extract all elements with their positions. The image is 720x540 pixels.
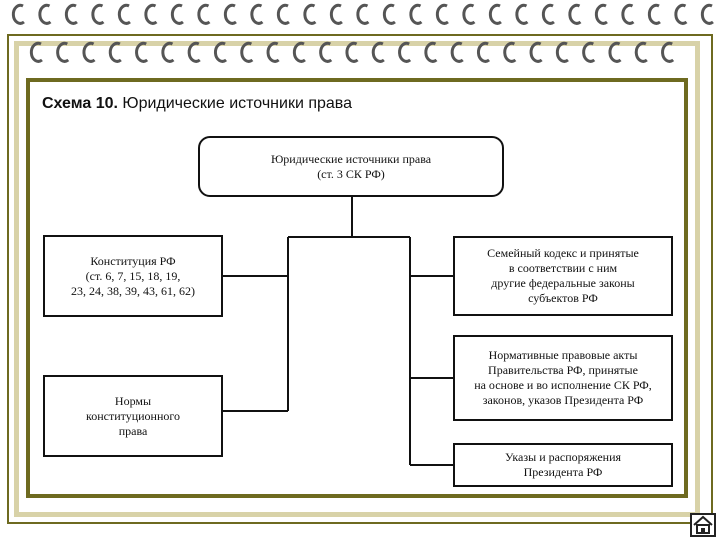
node-norms-line: права: [118, 423, 148, 438]
node-decrees-line: Президента РФ: [523, 465, 603, 479]
spiral-ring-icon: [647, 3, 661, 25]
title-text: Юридические источники права: [122, 95, 352, 112]
spiral-ring-icon: [674, 3, 688, 25]
spiral-ring-icon: [276, 3, 290, 25]
spiral-ring-icon: [144, 3, 158, 25]
spiral-ring-icon: [621, 3, 635, 25]
node-decrees: Указы и распоряжения Президента РФ: [453, 443, 673, 487]
spiral-ring-icon: [582, 41, 596, 63]
spiral-ring-icon: [503, 41, 517, 63]
spiral-ring-icon: [117, 3, 131, 25]
spiral-ring-icon: [213, 41, 228, 63]
node-norms-line: Нормы: [114, 393, 152, 408]
spiral-ring-icon: [435, 3, 449, 25]
node-norms-line: конституционного: [85, 408, 181, 423]
spiral-ring-icon: [488, 3, 502, 25]
home-nav-button[interactable]: [690, 513, 716, 537]
spiral-ring-icon: [608, 41, 622, 63]
spiral-ring-icon: [371, 41, 385, 63]
node-family-code-line: другие федеральные законы: [491, 276, 635, 290]
spiral-ring-icon: [345, 41, 359, 63]
spiral-ring-icon: [161, 41, 175, 63]
node-gov-acts-line: Правительства РФ, принятые: [488, 363, 638, 377]
node-constitution-line: Конституция РФ: [90, 253, 176, 268]
spiral-ring-icon: [292, 41, 306, 63]
node-gov-acts-line: Нормативные правовые акты: [488, 348, 638, 362]
node-root: Юридические источники права (ст. 3 СК РФ…: [198, 136, 504, 197]
home-icon: [693, 515, 713, 534]
node-family-code-line: субъектов РФ: [528, 291, 598, 305]
node-family-code: Семейный кодекс и принятые в соответстви…: [453, 236, 673, 316]
spiral-ring-icon: [476, 41, 491, 63]
spiral-ring-icon: [594, 3, 608, 25]
spiral-ring-icon: [329, 3, 343, 25]
spiral-ring-icon: [515, 3, 529, 25]
spiral-ring-icon: [634, 41, 648, 63]
spiral-ring-icon: [303, 3, 317, 25]
spiral-ring-icon: [266, 41, 280, 63]
spiral-ring-icon: [56, 41, 70, 63]
binding-rings-second: [29, 41, 675, 63]
node-gov-acts-line: законов, указов Президента РФ: [482, 393, 644, 407]
node-family-code-line: в соответствии с ним: [508, 261, 618, 275]
spiral-ring-icon: [135, 41, 149, 63]
spiral-ring-icon: [108, 41, 122, 63]
node-gov-acts: Нормативные правовые акты Правительства …: [453, 335, 673, 421]
node-constitution-line: (ст. 6, 7, 15, 18, 19,: [85, 268, 181, 283]
spiral-ring-icon: [170, 3, 184, 25]
spiral-ring-icon: [187, 41, 201, 63]
spiral-ring-icon: [29, 41, 43, 63]
node-root-line: (ст. 3 СК РФ): [317, 166, 385, 181]
node-family-code-line: Семейный кодекс и принятые: [487, 246, 639, 260]
spiral-ring-icon: [409, 3, 423, 25]
spiral-ring-icon: [240, 41, 254, 63]
spiral-ring-icon: [223, 3, 237, 25]
spiral-ring-icon: [356, 3, 370, 25]
node-norms: Нормы конституционного права: [43, 375, 223, 457]
node-gov-acts-line: на основе и во исполнение СК РФ,: [474, 378, 652, 392]
spiral-ring-icon: [38, 3, 52, 25]
spiral-ring-icon: [424, 41, 438, 63]
spiral-ring-icon: [398, 41, 412, 63]
node-constitution: Конституция РФ (ст. 6, 7, 15, 18, 19, 23…: [43, 235, 223, 317]
title-prefix: Схема 10.: [42, 95, 118, 112]
spiral-ring-icon: [82, 41, 96, 63]
spiral-ring-icon: [11, 3, 25, 25]
spiral-ring-icon: [197, 3, 211, 25]
node-decrees-line: Указы и распоряжения: [504, 450, 622, 464]
spiral-ring-icon: [462, 3, 476, 25]
spiral-ring-icon: [319, 41, 333, 63]
spiral-ring-icon: [450, 41, 464, 63]
spiral-ring-icon: [64, 3, 78, 25]
spiral-ring-icon: [91, 3, 105, 25]
spiral-ring-icon: [541, 3, 555, 25]
spiral-ring-icon: [661, 41, 675, 63]
page-title: Схема 10. Юридические источники права: [42, 95, 352, 113]
spiral-ring-icon: [529, 41, 543, 63]
spiral-ring-icon: [555, 41, 569, 63]
spiral-ring-icon: [250, 3, 264, 25]
node-constitution-line: 23, 24, 38, 39, 43, 61, 62): [71, 283, 195, 298]
spiral-ring-icon: [700, 3, 714, 25]
spiral-ring-icon: [568, 3, 582, 25]
binding-rings-top: [11, 3, 714, 25]
spiral-ring-icon: [382, 3, 396, 25]
node-root-line: Юридические источники права: [270, 151, 432, 166]
